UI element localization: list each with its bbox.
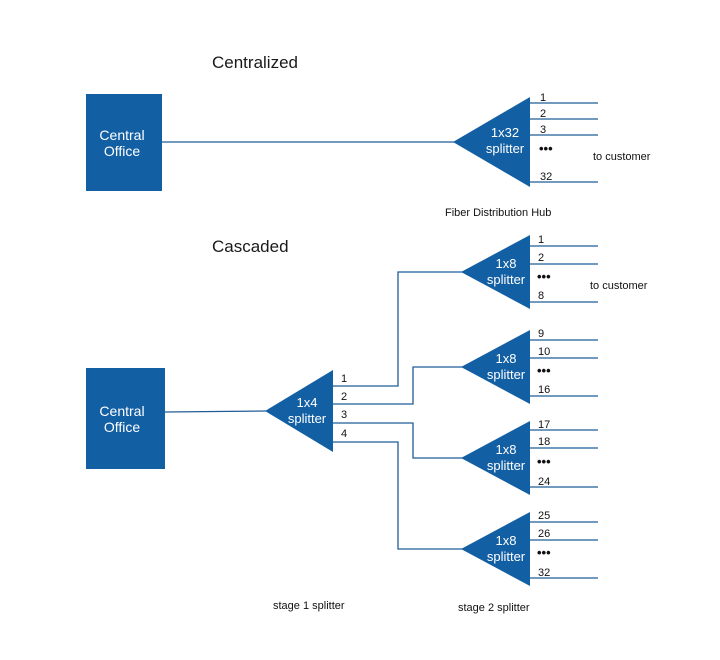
port-label: 1 <box>540 92 546 104</box>
splitter-1x4-label-line2: splitter <box>288 411 327 426</box>
port-label: 2 <box>540 108 546 120</box>
central-office-label-line1: Central <box>99 127 144 143</box>
output-fibers-a <box>530 245 598 303</box>
port-label: 2 <box>538 252 544 264</box>
output-fibers-d <box>530 521 598 579</box>
splitter-1x8-label-line1: 1x8 <box>496 256 517 271</box>
distribution-fibers <box>333 271 464 550</box>
port-ellipsis: ••• <box>537 269 551 284</box>
splitter-1x8-c: 1x8 splitter <box>461 421 530 495</box>
output-fibers-c <box>530 429 598 488</box>
splitter-1x8-label-line2: splitter <box>487 549 526 564</box>
splitter-1x8-label-line2: splitter <box>487 458 526 473</box>
port-label: 16 <box>538 384 550 396</box>
splitter-1x8-label-line1: 1x8 <box>496 442 517 457</box>
stage1-splitter-label: stage 1 splitter <box>273 600 345 612</box>
splitter-1x8-label-line1: 1x8 <box>496 533 517 548</box>
stage2-splitter-label: stage 2 splitter <box>458 602 530 614</box>
port-label: 18 <box>538 436 550 448</box>
centralized-title: Centralized <box>212 53 298 72</box>
port-ellipsis: ••• <box>539 141 553 156</box>
port-ellipsis: ••• <box>537 454 551 469</box>
splitter-1x32-label-line2: splitter <box>486 141 525 156</box>
output-fibers-b <box>530 339 598 397</box>
splitter-1x4: 1x4 splitter <box>265 370 333 452</box>
splitter-1x32-label-line1: 1x32 <box>491 125 519 140</box>
port-ellipsis: ••• <box>537 545 551 560</box>
central-office-box-top: Central Office <box>86 94 162 191</box>
feeder-fiber-bottom <box>164 410 267 413</box>
cascaded-title: Cascaded <box>212 237 289 256</box>
to-customer-label-top: to customer <box>593 151 651 163</box>
splitter-1x8-label-line1: 1x8 <box>496 351 517 366</box>
central-office-label-line1: Central <box>99 403 144 419</box>
splitter-1x4-label-line1: 1x4 <box>297 395 318 410</box>
stage1-port-label: 3 <box>341 409 347 421</box>
port-label: 9 <box>538 328 544 340</box>
splitter-1x32: 1x32 splitter <box>453 97 530 187</box>
port-label: 17 <box>538 419 550 431</box>
central-office-label-line2: Office <box>104 419 141 435</box>
output-fibers-1x32 <box>530 102 598 183</box>
port-ellipsis: ••• <box>537 363 551 378</box>
port-label: 1 <box>538 234 544 246</box>
port-label: 10 <box>538 346 550 358</box>
to-customer-label-bottom: to customer <box>590 280 648 292</box>
stage1-port-label: 1 <box>341 373 347 385</box>
port-label: 3 <box>540 124 546 136</box>
central-office-label-line2: Office <box>104 143 141 159</box>
splitter-1x8-a: 1x8 splitter <box>461 235 530 309</box>
fiber-distribution-hub-label: Fiber Distribution Hub <box>445 207 551 219</box>
port-label: 24 <box>538 476 550 488</box>
port-label: 26 <box>538 528 550 540</box>
stage1-port-label: 2 <box>341 391 347 403</box>
central-office-box-bottom: Central Office <box>86 368 165 469</box>
splitter-1x8-b: 1x8 splitter <box>461 330 530 404</box>
stage1-port-label: 4 <box>341 428 347 440</box>
splitter-1x8-label-line2: splitter <box>487 272 526 287</box>
port-label: 32 <box>538 567 550 579</box>
port-label: 8 <box>538 290 544 302</box>
port-label: 25 <box>538 510 550 522</box>
splitter-1x8-d: 1x8 splitter <box>461 512 530 586</box>
splitter-1x8-label-line2: splitter <box>487 367 526 382</box>
port-label: 32 <box>540 171 552 183</box>
